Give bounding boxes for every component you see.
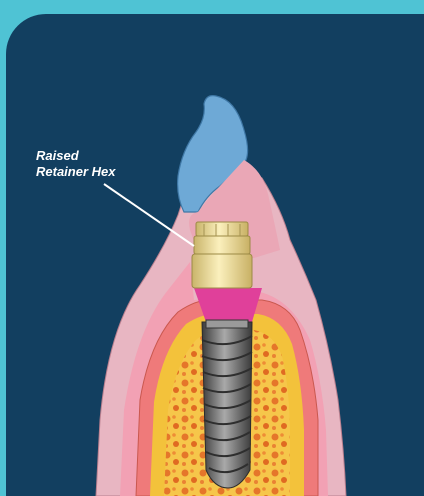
implant-body — [202, 320, 252, 488]
callout-label: Raised Retainer Hex — [36, 148, 115, 180]
abutment — [192, 222, 252, 288]
callout-line-2: Retainer Hex — [36, 164, 115, 180]
callout-line-1: Raised — [36, 148, 115, 164]
